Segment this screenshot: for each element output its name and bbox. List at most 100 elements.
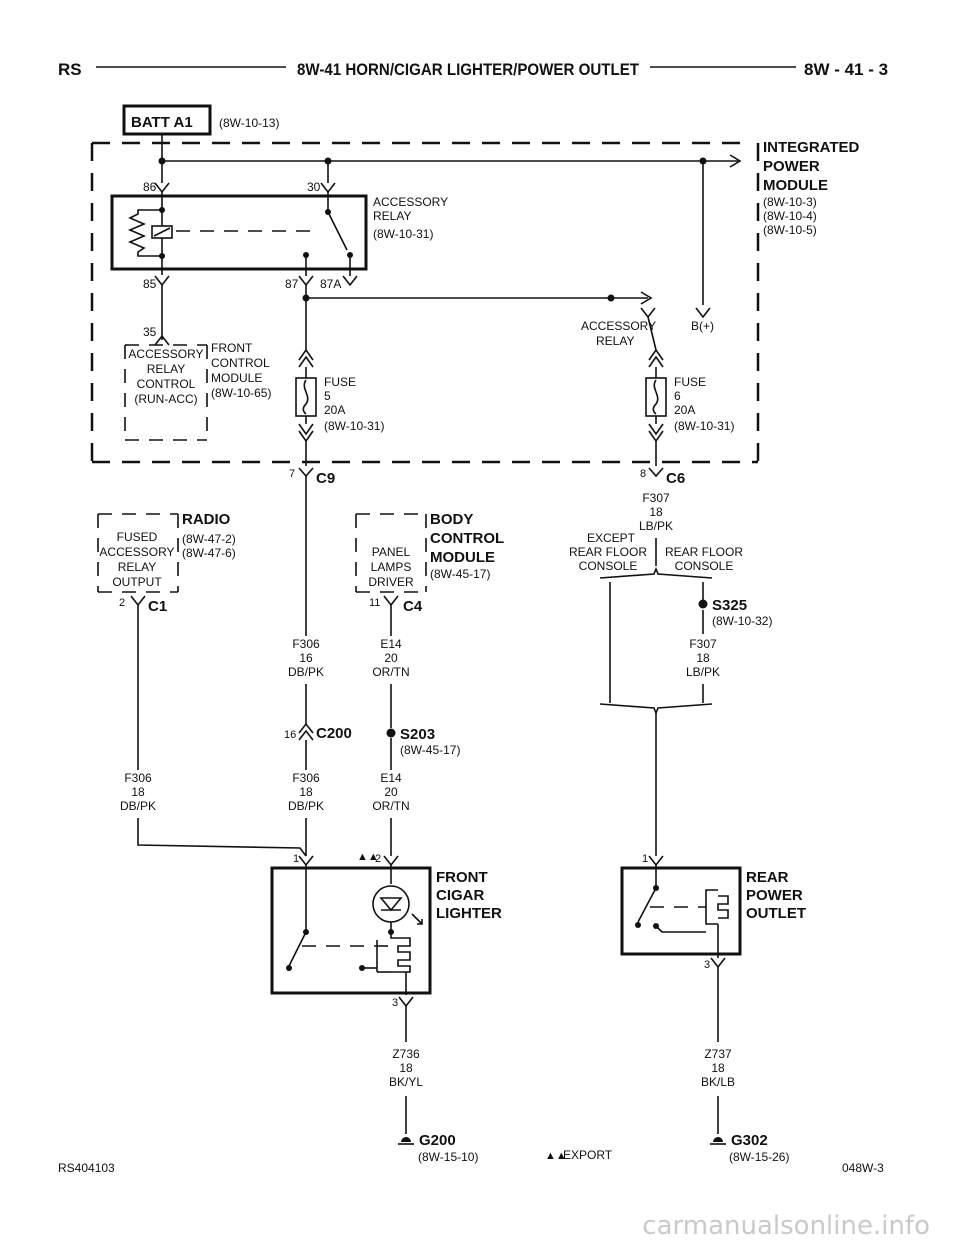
export-legend-symbol: ▲▲ (545, 1150, 567, 1162)
z736-color: BK/YL (389, 1075, 423, 1089)
relay-pin-85: 85 (143, 277, 157, 291)
ipm-title-3: MODULE (763, 177, 828, 194)
fuse5-ref: (8W-10-31) (324, 419, 384, 433)
cigar-lighter-box (270, 866, 432, 995)
s325-splice-dot (698, 599, 708, 609)
batt-box (122, 104, 212, 136)
bplus-label: B(+) (691, 319, 714, 333)
fuse5-l2: 5 (324, 389, 331, 403)
relay-pin-86-connector (154, 182, 170, 194)
header-page-number: 8W - 41 - 3 (804, 60, 888, 79)
radio-to-lighter-wire (137, 818, 307, 857)
f307a-circuit: F307 (642, 491, 670, 505)
bcm-box-3: DRIVER (368, 575, 414, 589)
f307b-color: LB/PK (686, 665, 720, 679)
s325-ref: (8W-10-32) (712, 614, 772, 628)
fuse5-top-connector (298, 348, 314, 368)
ipm-title-2: POWER (763, 158, 820, 175)
c200-name: C200 (316, 725, 352, 742)
f306b-color: DB/PK (288, 799, 324, 813)
acc-relay-out-1: ACCESSORY (581, 319, 656, 333)
footer-left-code: RS404103 (58, 1161, 115, 1175)
fcm-box-3: CONTROL (137, 377, 196, 391)
c200-connector (298, 722, 314, 741)
fcm-title-2: CONTROL (211, 356, 270, 370)
e14b-circuit: E14 (380, 771, 402, 785)
c6-name: C6 (666, 470, 685, 487)
lighter-switch-icon (288, 931, 307, 967)
e14a-color: OR/TN (372, 665, 409, 679)
export-legend-label: EXPORT (563, 1148, 613, 1162)
f306a-gauge: 16 (299, 651, 313, 665)
s203-name: S203 (400, 726, 435, 743)
radio-title: RADIO (182, 511, 231, 528)
g200-name: G200 (419, 1132, 456, 1149)
fuse5-bottom-connector (298, 423, 314, 443)
z737-gauge: 18 (711, 1061, 725, 1075)
lighter-pin3: 3 (392, 997, 398, 1009)
ground-g302-icon (710, 1137, 726, 1145)
relay-pin-30-connector (320, 182, 336, 194)
rear-outlet-box (620, 866, 742, 956)
bcm-box (355, 513, 427, 593)
ipm-title-1: INTEGRATED (763, 139, 860, 156)
fcm-box (124, 344, 208, 441)
relay-pin-87: 87 (285, 277, 299, 291)
radio-box (97, 513, 179, 593)
bcm-ref: (8W-45-17) (430, 567, 490, 581)
heating-element-icon (390, 932, 411, 973)
c6-pin: 8 (640, 468, 646, 480)
watermark-text: carmanualsonline.info (642, 1211, 930, 1241)
c9-connector (298, 467, 314, 478)
fcm-title-1: FRONT (211, 341, 253, 355)
f307b-circuit: F307 (689, 637, 717, 651)
fuse5-l1: FUSE (324, 375, 356, 389)
s203-ref: (8W-45-17) (400, 743, 460, 757)
bcm-title-2: CONTROL (430, 530, 504, 547)
split-left-3: CONSOLE (579, 559, 638, 573)
ipm-ref-3: (8W-10-5) (763, 223, 817, 237)
fuse6-top-connector (648, 348, 664, 368)
e14b-gauge: 20 (384, 785, 398, 799)
g302-name: G302 (731, 1132, 768, 1149)
outlet-element-icon (705, 889, 729, 925)
bcm-pin: 11 (369, 597, 380, 609)
e14b-color: OR/TN (372, 799, 409, 813)
split-left-1: EXCEPT (587, 531, 636, 545)
f307a-gauge: 18 (649, 505, 663, 519)
splice-dot (158, 157, 166, 165)
fcm-box-1: ACCESSORY (128, 347, 203, 361)
lighter-title-1: FRONT (436, 869, 488, 886)
header: RS 8W-41 HORN/CIGAR LIGHTER/POWER OUTLET… (58, 60, 888, 79)
fuse6-ref: (8W-10-31) (674, 419, 734, 433)
radio-box-4: OUTPUT (112, 575, 162, 589)
radio-box-3: RELAY (118, 560, 156, 574)
relay-pin-87a: 87A (320, 277, 341, 291)
fuse6-l3: 20A (674, 403, 695, 417)
f307a-color: LB/PK (639, 519, 673, 533)
outlet-pin1: 1 (642, 853, 648, 865)
outlet-pin3: 3 (704, 959, 710, 971)
f306b-circuit: F306 (292, 771, 320, 785)
lighter-pin1: 1 (293, 853, 299, 865)
radio-ref-1: (8W-47-2) (182, 532, 236, 546)
fcm-box-4: (RUN-ACC) (134, 392, 197, 406)
relay-coil-resistor-icon (127, 209, 162, 257)
relay-pin-30: 30 (307, 180, 321, 194)
relay-ref: (8W-10-31) (373, 227, 433, 241)
c9-pin: 7 (289, 468, 295, 480)
relay-pin-86: 86 (143, 180, 157, 194)
header-section-code: RS (58, 60, 82, 79)
split-bracket-top (599, 566, 713, 579)
c9-name: C9 (316, 470, 335, 487)
c6-connector (648, 467, 664, 478)
lighter-title-2: CIGAR (436, 887, 485, 904)
relay-label-2: RELAY (373, 209, 411, 223)
g200-ref: (8W-15-10) (418, 1150, 478, 1164)
z736-gauge: 18 (399, 1061, 413, 1075)
radio-c1-connector (130, 595, 146, 607)
c200-pin: 16 (284, 729, 296, 741)
ground-g200-icon (398, 1137, 414, 1145)
split-bracket-bottom (599, 703, 713, 716)
ipm-ref-2: (8W-10-4) (763, 209, 817, 223)
